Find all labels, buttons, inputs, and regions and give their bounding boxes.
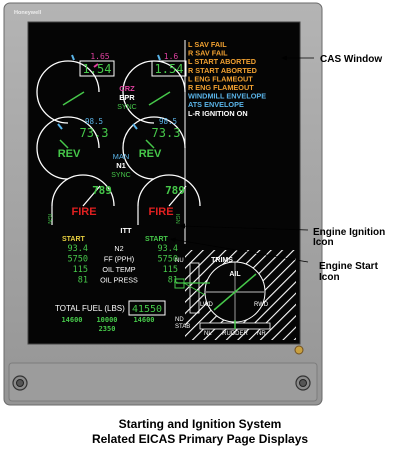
cas-message: L START ABORTED [188,57,256,66]
param-label: N2 [114,244,123,253]
trims-panel [174,250,296,340]
n1-label: N1 [116,161,126,170]
itt-right-value: 789 [165,184,185,197]
trims-nr: NR [257,331,266,337]
epr-right-target: 1.6 [164,52,179,61]
epr-left-value: 1.54 [83,62,112,76]
n1-left-target: 98.5 [85,117,103,126]
epr-right-value-box [151,60,187,77]
n1-sync: SYNC [111,172,130,179]
trims-rwd: RWD [254,302,269,308]
cas-message: R SAV FAIL [188,49,228,58]
cas-message: R ENG FLAMEOUT [188,83,254,92]
itt-gauge-left [51,174,115,225]
param-label: OIL PRESS [100,276,138,285]
fuel-total-box [128,300,166,316]
epr-gauge-right [122,54,186,124]
itt-left-fire: FIRE [71,206,96,218]
fuel-center: 10000 [96,316,117,324]
itt-label: ITT [120,226,132,235]
cas-message: WINDMILL ENVELOPE [188,92,266,101]
itt-gauge-right [137,174,201,225]
callout-arrow-start [170,237,176,243]
epr-left-value-box [79,60,115,77]
callout-ignition-line1: Engine Ignition [313,227,385,238]
brand-logo-text: Honeywell [14,10,42,16]
epr-gauge-left [36,54,100,124]
n1-gauge-left [36,116,100,180]
param-label: FF (PPH) [104,255,134,264]
n1-left-rev: REV [58,148,81,160]
trims-title: TRIMS [211,257,233,264]
callout-line-ignition [179,225,309,231]
cas-message: ATS ENVELOPE [188,100,244,109]
fuel-total: 41550 [132,304,162,315]
n1-right-target: 98.5 [159,117,177,126]
param-right-value: 5750 [158,255,178,265]
epr-right-value: 1.54 [155,62,184,76]
callout-ignition-line2: Icon [313,237,334,248]
param-left-value: 115 [73,265,88,275]
cas-message: R START ABORTED [188,66,257,75]
ign-icon-right: IGN [174,214,180,224]
fuel-bottom: 2350 [99,325,116,333]
trims-stab: STAB [175,324,190,330]
itt-left-value: 789 [92,184,112,197]
callout-arrow-cas [281,55,287,61]
brightness-sensor-icon [294,345,304,355]
n1-mode: MAN [113,152,130,161]
start-icon-right: START [145,236,169,243]
cas-message: L-R IGNITION ON [188,109,248,118]
trims-nu: NU [175,258,184,264]
trims-nd: ND [175,317,184,323]
callout-start-line2: Icon [319,272,340,283]
param-left-value: 5750 [68,255,88,265]
fuel-right: 14600 [133,316,154,324]
trims-ail: AIL [229,271,241,278]
n1-left-value: 73.3 [80,126,109,140]
param-left-value: 81 [78,276,88,286]
caption-line1: Starting and Ignition System [119,417,282,431]
callout-cas-window: CAS Window [320,54,382,65]
callout-arrow-ignition [179,223,185,229]
cas-message: L ENG FLAMEOUT [188,74,253,83]
fuel-label: TOTAL FUEL (LBS) [55,304,125,313]
bezel-screw-left [12,375,28,391]
cas-message: L SAV FAIL [188,40,227,49]
itt-right-fire: FIRE [148,206,173,218]
param-left-value: 93.4 [68,244,88,254]
epr-mode: CRZ [119,84,135,93]
trims-nl: NL [204,331,212,337]
epr-left-target: 1.65 [90,52,109,61]
callout-start-line1: Engine Start [319,261,379,272]
epr-label: EPR [119,93,135,102]
trims-rudder: RUDDER [222,331,248,337]
caption-line2: Related EICAS Primary Page Displays [92,432,308,446]
param-label: OIL TEMP [102,265,135,274]
epr-sync: SYNC [117,104,136,111]
param-right-value: 115 [163,265,178,275]
trims-lwd: LWD [200,302,214,308]
callout-line-start [170,238,309,263]
bezel-lower-panel [8,362,318,402]
n1-right-value: 73.3 [152,126,181,140]
start-icon-left: START [62,236,86,243]
n1-right-rev: REV [139,148,162,160]
bezel-screw-right [295,375,311,391]
fuel-left: 14600 [61,316,82,324]
param-right-value: 93.4 [158,244,178,254]
param-right-value: 81 [168,276,178,286]
n1-gauge-right [122,116,186,180]
ign-icon-left: IGN [46,214,52,224]
